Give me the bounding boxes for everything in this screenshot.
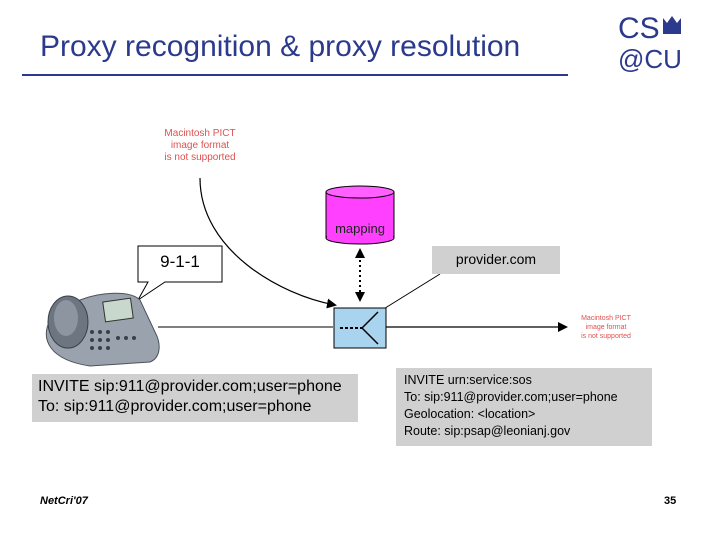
sip-proxy-icon [333, 307, 387, 349]
forwarded-invite-line-4: Route: sip:psap@leonianj.gov [404, 424, 571, 438]
logo-cu-text: @CU [618, 44, 682, 74]
outgoing-invite-line-2: To: sip:911@provider.com;user=phone [38, 398, 312, 415]
mapping-database-icon [325, 185, 395, 245]
forwarded-invite-line-3: Geolocation: <location> [404, 407, 536, 421]
speech-bubble [137, 245, 223, 301]
desk-phone-icon [45, 292, 160, 367]
provider-box [432, 246, 560, 274]
crown-icon [663, 16, 681, 34]
unsupported-image-placeholder: Macintosh PICT image format is not suppo… [164, 128, 236, 163]
mapping-label: mapping [335, 221, 385, 236]
title-underline [22, 74, 568, 76]
curved-arrow [199, 177, 337, 309]
slide-title: Proxy recognition & proxy resolution [40, 30, 521, 63]
forwarded-invite-line-1: INVITE urn:service:sos [404, 373, 532, 387]
provider-callout-line [381, 273, 441, 311]
unsupported-image-placeholder-psap: Macintosh PICT image format is not suppo… [581, 315, 631, 340]
outgoing-invite-box [32, 374, 358, 422]
dialed-number-label: 9-1-1 [160, 252, 200, 271]
page-number: 35 [664, 495, 677, 507]
provider-label: provider.com [455, 251, 537, 267]
forwarded-invite-box [396, 368, 652, 446]
forwarded-invite-line-2: To: sip:911@provider.com;user=phone [404, 390, 618, 404]
logo-cs-text: CS [618, 12, 660, 45]
footer-conference: NetCri'07 [40, 495, 88, 507]
columbia-cs-logo: CS @CU [618, 12, 682, 74]
outgoing-invite-line-1: INVITE sip:911@provider.com;user=phone [38, 378, 342, 395]
